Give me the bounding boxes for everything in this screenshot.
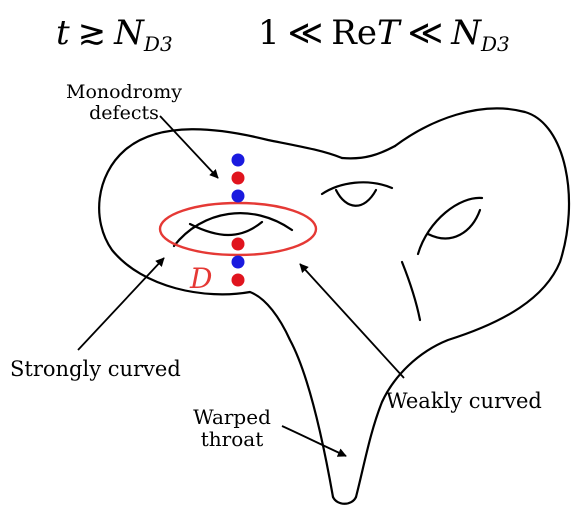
monodromy-label-line1: Monodromy bbox=[66, 81, 182, 103]
left-handle-upper bbox=[172, 212, 294, 248]
defect-dot-blue bbox=[231, 189, 245, 203]
middle-handle-inner bbox=[334, 188, 378, 207]
defect-dot-blue bbox=[231, 255, 245, 269]
middle-handle-outer bbox=[320, 181, 394, 196]
labels: Monodromy defects D Strongly curved Weak… bbox=[10, 81, 542, 451]
defect-dots bbox=[231, 153, 245, 287]
weakly-curved-label: Weakly curved bbox=[386, 389, 542, 413]
right-crease bbox=[400, 260, 422, 322]
surface-right-edge bbox=[354, 107, 571, 499]
strongly-curved-label: Strongly curved bbox=[10, 357, 181, 381]
defect-dot-red bbox=[231, 273, 245, 287]
weakly-curved-arrow bbox=[299, 263, 405, 379]
arrows bbox=[77, 115, 405, 457]
header-formula: t≳ND3 1≪ReT≪ND3 bbox=[56, 13, 510, 56]
handles bbox=[172, 181, 484, 322]
formula-t: t≳ND3 bbox=[56, 13, 173, 56]
monodromy-arrow bbox=[159, 115, 219, 179]
warped-throat-label-line1: Warped bbox=[193, 405, 271, 429]
defect-dot-blue bbox=[231, 153, 245, 167]
defect-dot-red bbox=[231, 237, 245, 251]
right-handle-outer bbox=[416, 196, 484, 256]
formula-re-t: 1≪ReT≪ND3 bbox=[258, 13, 510, 56]
warped-throat-arrow bbox=[281, 425, 347, 457]
right-handle-inner bbox=[426, 208, 482, 240]
surface-left-edge bbox=[98, 128, 344, 499]
warped-throat-label-line2: throat bbox=[201, 427, 263, 451]
left-handle-lower bbox=[188, 220, 264, 237]
surface-outline bbox=[98, 107, 571, 505]
throat-bottom bbox=[331, 495, 358, 505]
defect-dot-red bbox=[231, 171, 245, 185]
defect-ring-D bbox=[158, 201, 318, 257]
d-label: D bbox=[189, 262, 212, 295]
surface-top-neck bbox=[340, 144, 397, 160]
monodromy-label-line2: defects bbox=[89, 102, 159, 124]
strongly-curved-arrow bbox=[77, 257, 165, 351]
